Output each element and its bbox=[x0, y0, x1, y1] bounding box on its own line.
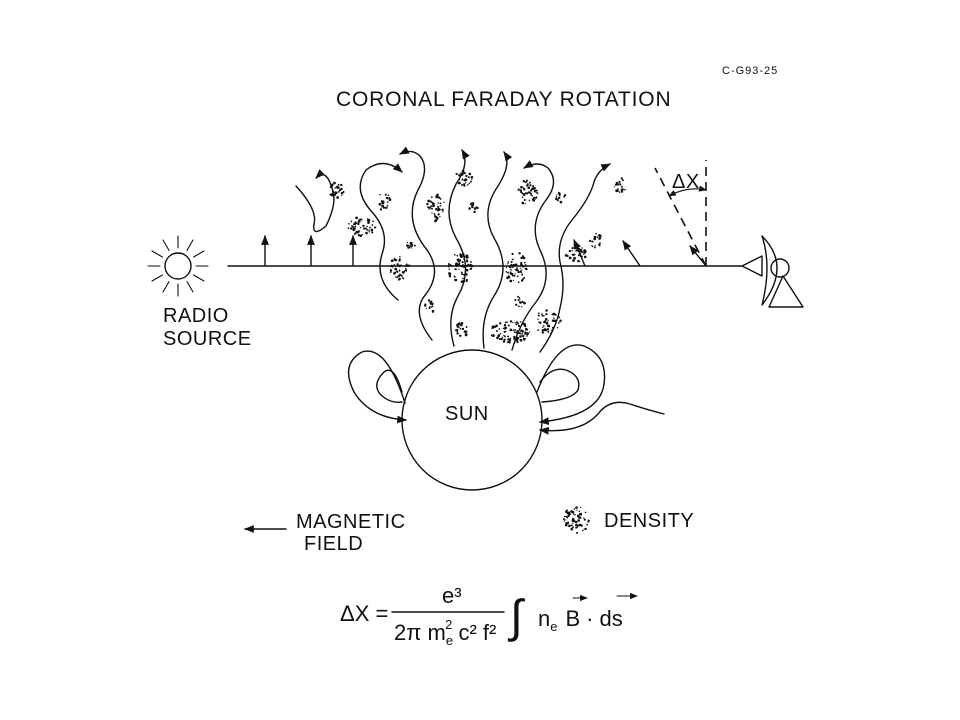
density-clump bbox=[468, 202, 479, 214]
magnetic-field-line bbox=[399, 146, 436, 341]
density-clump bbox=[454, 322, 468, 337]
density-legend-icon bbox=[563, 506, 590, 534]
figure-code: C-G93-25 bbox=[722, 65, 778, 77]
radio-telescope-icon bbox=[741, 235, 804, 308]
density-clump bbox=[514, 295, 526, 308]
density-clump bbox=[406, 241, 416, 249]
equation-numerator: e³ bbox=[442, 583, 462, 608]
equation-denominator: 2π me2 c² f² bbox=[394, 617, 496, 648]
coronal-loop-left bbox=[347, 350, 407, 424]
diagram-title: CORONAL FARADAY ROTATION bbox=[336, 88, 671, 111]
rotation-angle-indicator bbox=[654, 160, 707, 267]
density-clump bbox=[588, 232, 602, 249]
magnetic-field-line bbox=[359, 162, 403, 301]
density-clump bbox=[613, 177, 626, 193]
density-clump bbox=[447, 252, 474, 283]
density-clump bbox=[378, 193, 392, 211]
density-clump bbox=[389, 255, 411, 281]
radio-source-label-line1: RADIO bbox=[163, 305, 229, 327]
magnetic-field-line bbox=[539, 163, 611, 353]
polarization-vector bbox=[622, 240, 641, 267]
rotation-angle-label: ΔX bbox=[672, 171, 700, 193]
magnetic-field-line bbox=[482, 151, 513, 349]
magnetic-field-line bbox=[511, 160, 555, 351]
radio-source-ray bbox=[186, 239, 194, 251]
radio-source-ray bbox=[193, 274, 205, 282]
density-clump bbox=[426, 193, 445, 223]
density-clump bbox=[555, 191, 567, 204]
density-clumps bbox=[329, 169, 626, 344]
density-clump bbox=[563, 506, 590, 534]
density-clump bbox=[505, 252, 528, 284]
integral-sign: ∫ bbox=[507, 590, 525, 642]
magnetic-field-legend-label-line1: MAGNETIC bbox=[296, 511, 406, 533]
radio-source-ray bbox=[162, 239, 170, 251]
radio-source-ray bbox=[186, 281, 194, 293]
density-clump bbox=[455, 169, 474, 187]
radio-source-ray bbox=[193, 250, 205, 258]
density-clump bbox=[537, 309, 562, 335]
density-clump bbox=[517, 179, 539, 205]
magnetic-field-line bbox=[295, 168, 335, 233]
sun-label: SUN bbox=[445, 403, 489, 425]
density-clump bbox=[564, 246, 587, 263]
equation-lhs: ΔX = bbox=[340, 601, 388, 626]
density-clump bbox=[347, 216, 377, 238]
radio-source-ray bbox=[162, 281, 170, 293]
radio-source-icon bbox=[147, 235, 209, 297]
coronal-loop-right bbox=[536, 344, 606, 426]
polarization-vector bbox=[689, 245, 707, 267]
polarization-vectors bbox=[261, 235, 707, 267]
density-clump bbox=[490, 320, 531, 344]
density-legend-label: DENSITY bbox=[604, 510, 694, 532]
outgoing-field-line bbox=[539, 401, 665, 435]
radio-source-ray bbox=[151, 250, 163, 258]
magnetic-field-lines bbox=[295, 146, 611, 353]
radio-source-label-line2: SOURCE bbox=[163, 328, 252, 350]
radio-source-ray bbox=[151, 274, 163, 282]
density-clump bbox=[424, 299, 435, 313]
magnetic-field-legend-label-line2: FIELD bbox=[304, 533, 363, 555]
density-clump bbox=[329, 181, 345, 199]
polarization-vector bbox=[573, 239, 586, 267]
